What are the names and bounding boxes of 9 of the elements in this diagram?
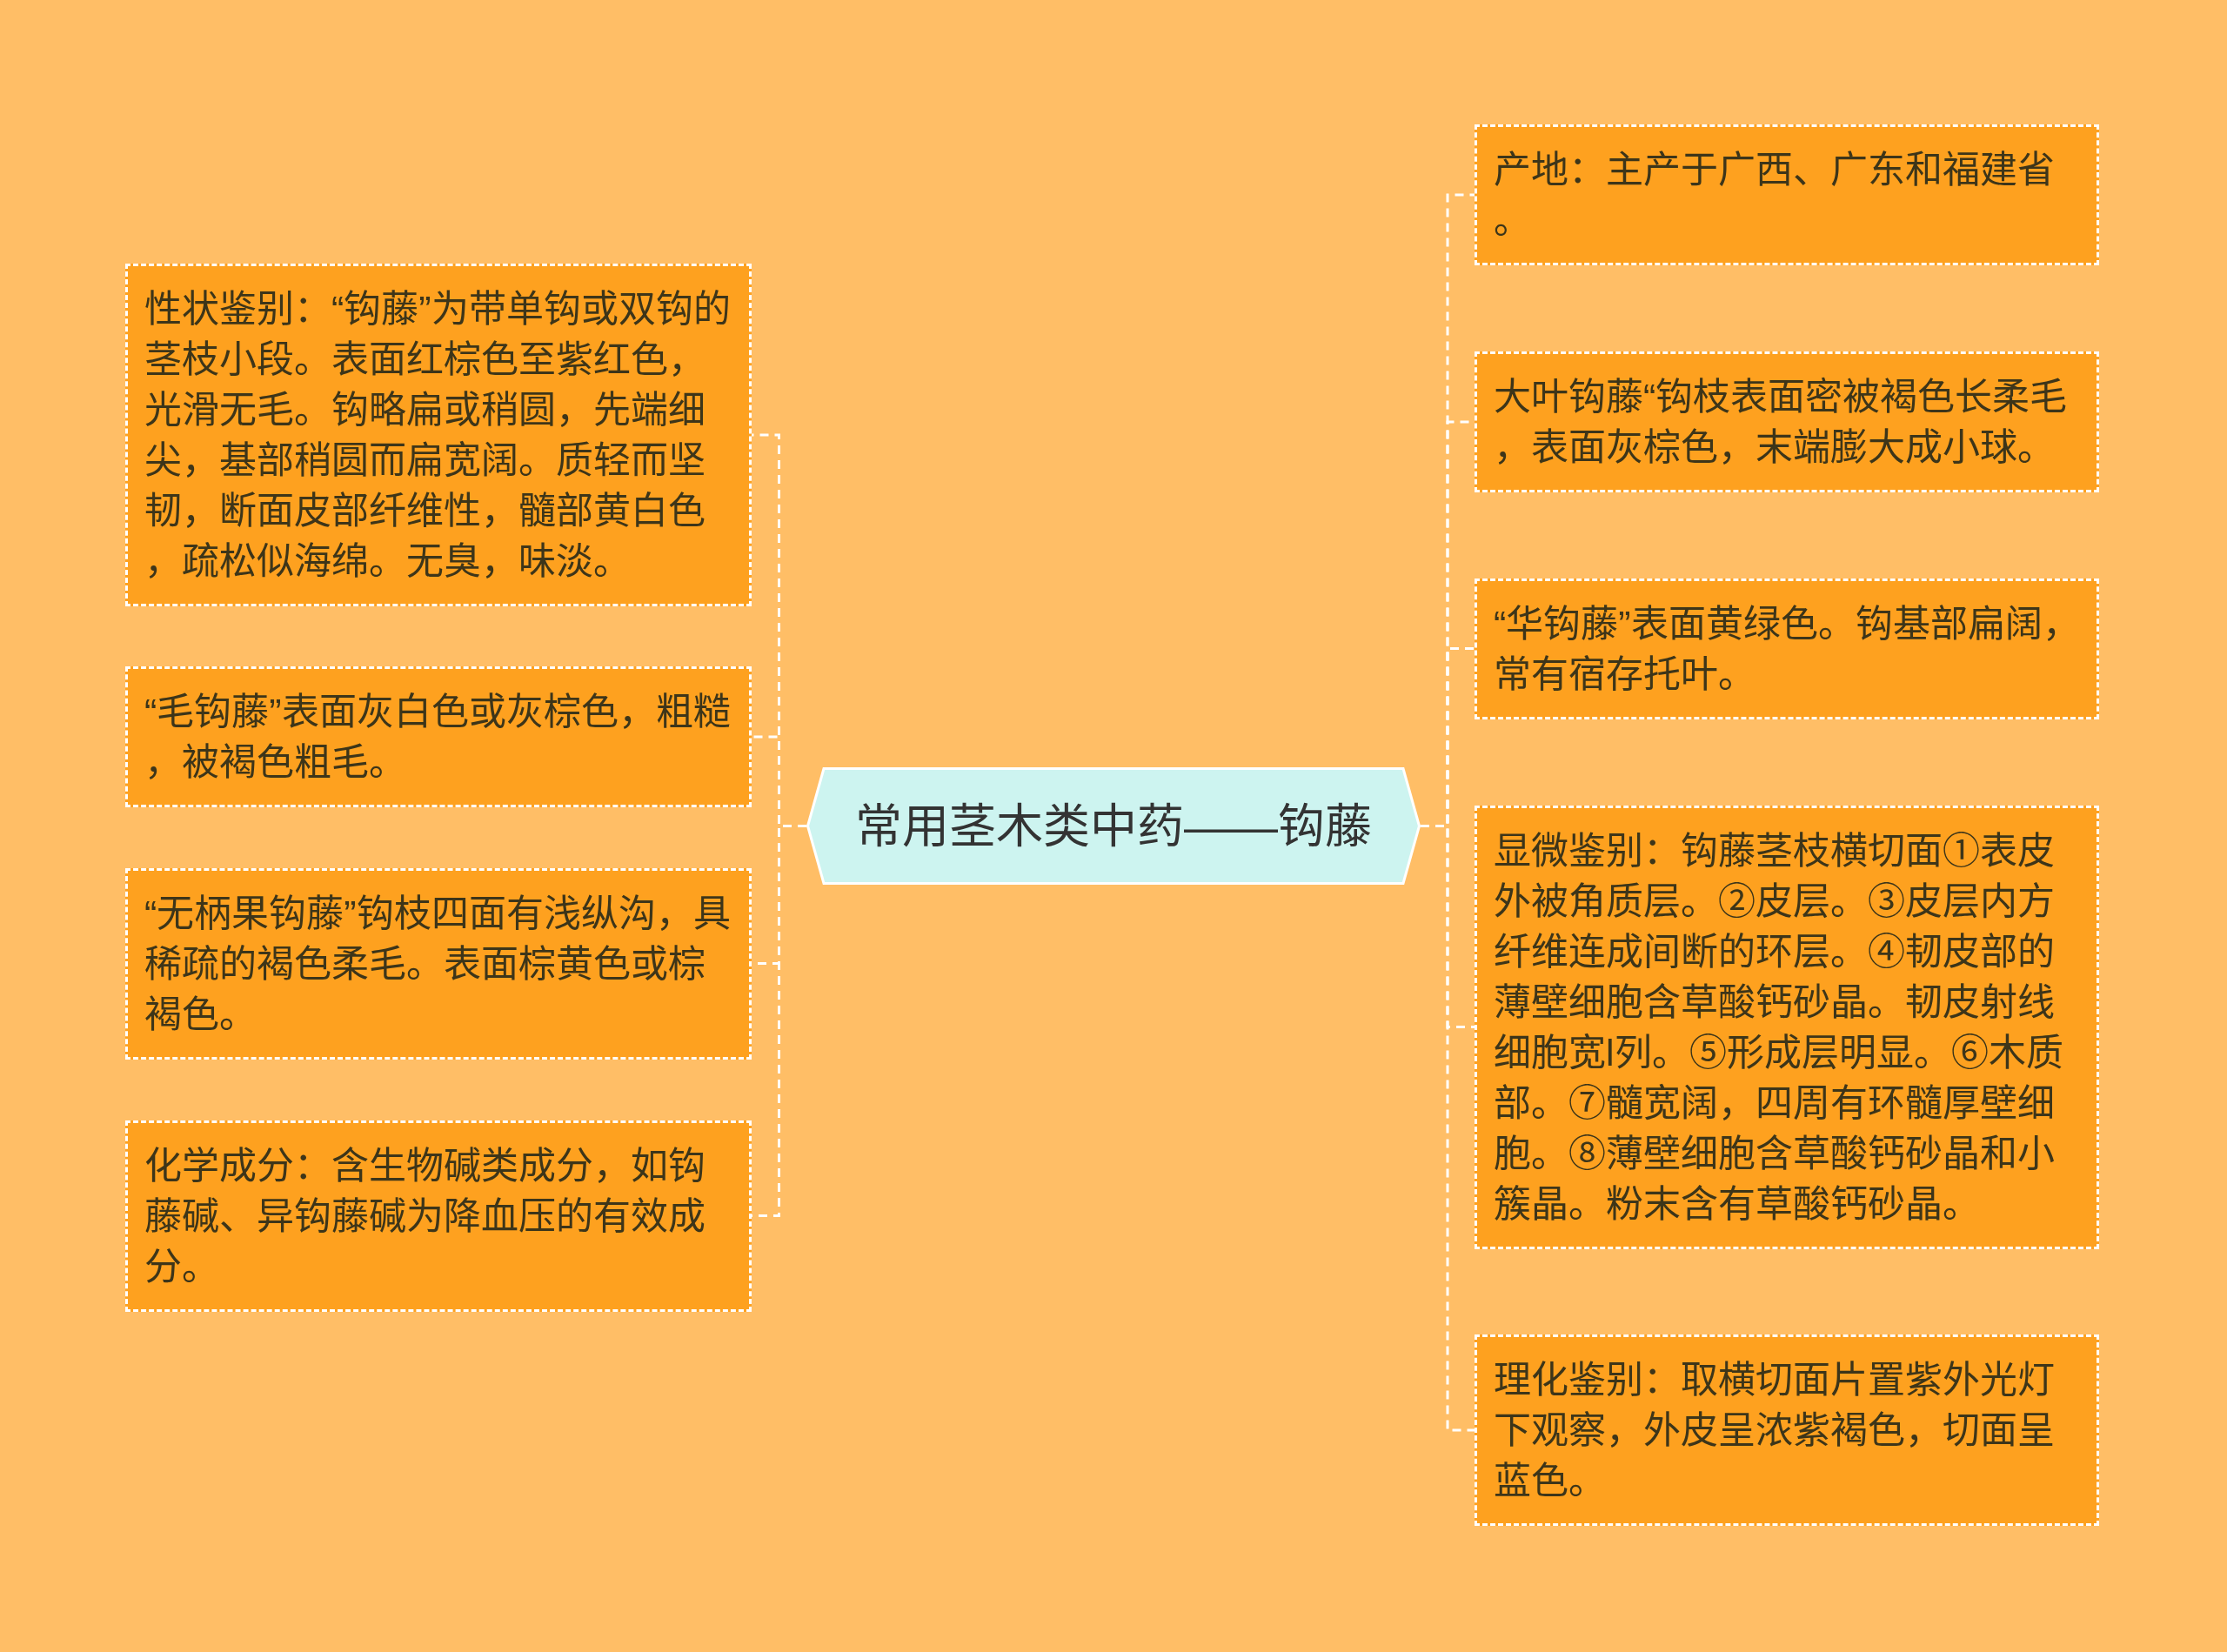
text-box: “毛钩藤”表面灰白色或灰棕色，粗糙，被褐色粗毛。 bbox=[125, 666, 752, 807]
text-box: “无柄果钩藤”钩枝四面有浅纵沟，具稀疏的褐色柔毛。表面棕黄色或棕褐色。 bbox=[125, 867, 752, 1060]
text-box: 化学成分：含生物碱类成分，如钩藤碱、异钩藤碱为降血压的有效成分。 bbox=[125, 1120, 752, 1312]
text-box: 大叶钩藤“钩枝表面密被褐色长柔毛，表面灰棕色，末端膨大成小球。 bbox=[1475, 351, 2099, 492]
text-box: 性状鉴别：“钩藤”为带单钩或双钩的茎枝小段。表面红棕色至紫红色，光滑无毛。钩略扁或稍圆，先端细尖，基部稍圆而扁宽阔。质轻而坚韧，断面皮部纤维性，髓部黄白色，疏松似海绵。无臭，味淡。 bbox=[125, 264, 752, 606]
text-box: 显微鉴别：钩藤茎枝横切面①表皮外被角质层。②皮层。③皮层内方纤维连成间断的环层。④韧皮部的薄壁细胞含草酸钙砂晶。韧皮射线细胞宽l列。⑤形成层明显。⑥木质部。⑦髓宽阔，四周有环髓厚壁细胞。⑧薄壁细胞含草酸钙砂晶和小簇晶。粉末含有草酸钙砂晶。 bbox=[1475, 805, 2099, 1249]
text-box: 理化鉴别：取横切面片置紫外光灯下观察，外皮呈浓紫褐色，切面呈蓝色。 bbox=[1475, 1334, 2099, 1526]
text-box: “华钩藤”表面黄绿色。钩基部扁阔，常有宿存托叶。 bbox=[1475, 578, 2099, 719]
text-box: 产地：主产于广西、广东和福建省。 bbox=[1475, 124, 2099, 265]
